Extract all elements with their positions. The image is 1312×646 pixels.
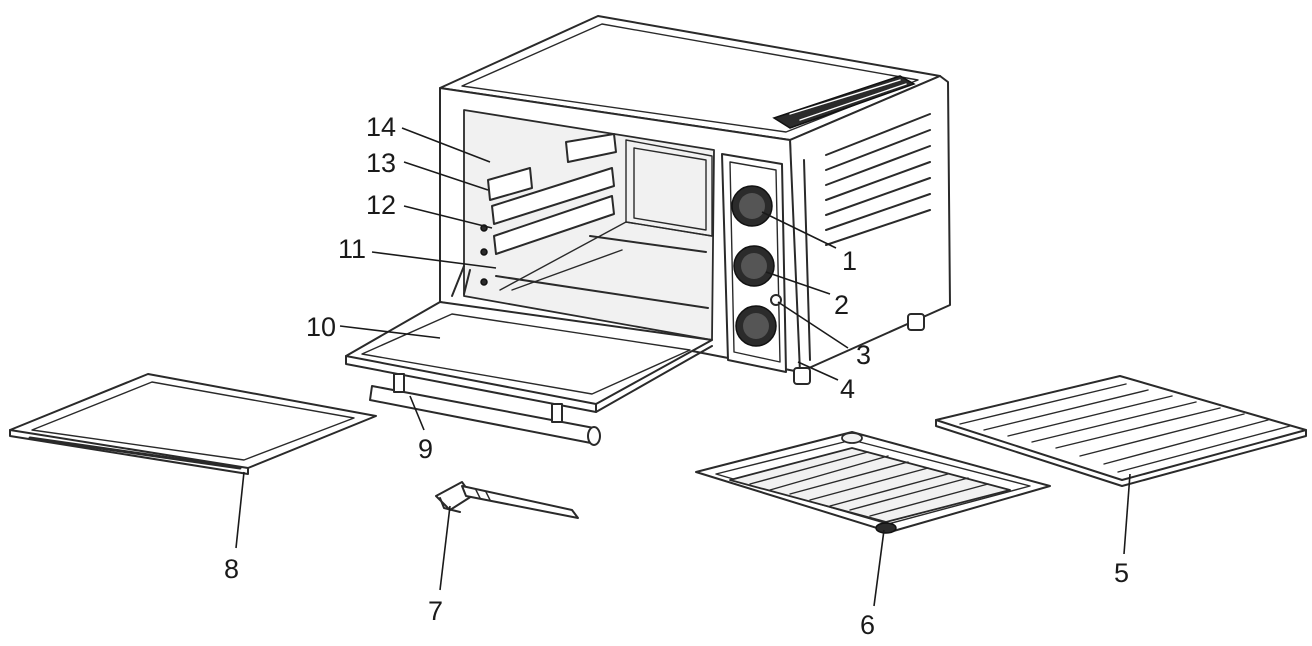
leader-7 xyxy=(439,505,451,591)
leader-12 xyxy=(403,205,493,229)
callout-12: 12 xyxy=(366,190,396,220)
leader-11 xyxy=(371,251,497,269)
callout-labels: 1 2 3 4 5 6 7 8 9 10 11 12 13 14 xyxy=(224,112,1129,640)
rack-rails xyxy=(480,224,709,309)
callout-13: 13 xyxy=(366,148,396,178)
leader-3 xyxy=(777,301,849,349)
function-knob[interactable] xyxy=(733,245,775,287)
temperature-knob[interactable] xyxy=(731,185,773,227)
timer-knob[interactable] xyxy=(735,305,777,347)
leader-4 xyxy=(797,361,839,381)
oven-door xyxy=(345,301,713,413)
callout-11: 11 xyxy=(338,234,366,264)
callout-4: 4 xyxy=(840,374,855,404)
callout-2: 2 xyxy=(834,290,849,320)
leader-9 xyxy=(409,395,425,431)
crumb-tray xyxy=(9,373,377,475)
leader-14 xyxy=(401,127,491,163)
callout-7: 7 xyxy=(428,596,443,626)
leader-lines xyxy=(235,127,1131,607)
heating-elements xyxy=(487,133,617,255)
callout-6: 6 xyxy=(860,610,875,640)
leader-5 xyxy=(1123,473,1131,555)
leader-2 xyxy=(765,271,831,295)
tray-handle xyxy=(435,481,579,519)
callout-10: 10 xyxy=(306,312,336,342)
callout-5: 5 xyxy=(1114,558,1129,588)
side-vents xyxy=(803,113,931,361)
callout-9: 9 xyxy=(418,434,433,464)
door-hinges xyxy=(451,265,471,297)
door-handle xyxy=(369,373,601,446)
callout-1: 1 xyxy=(842,246,857,276)
leader-1 xyxy=(761,211,837,249)
leader-8 xyxy=(235,471,245,549)
top-vent xyxy=(772,75,916,129)
oven-feet xyxy=(793,313,925,385)
leader-6 xyxy=(873,529,885,607)
callout-8: 8 xyxy=(224,554,239,584)
leader-13 xyxy=(403,161,489,191)
callout-14: 14 xyxy=(366,112,396,142)
baking-pan xyxy=(695,431,1051,534)
leader-10 xyxy=(339,325,441,339)
control-panel xyxy=(721,153,787,373)
callout-3: 3 xyxy=(856,340,871,370)
wire-rack xyxy=(935,375,1307,487)
